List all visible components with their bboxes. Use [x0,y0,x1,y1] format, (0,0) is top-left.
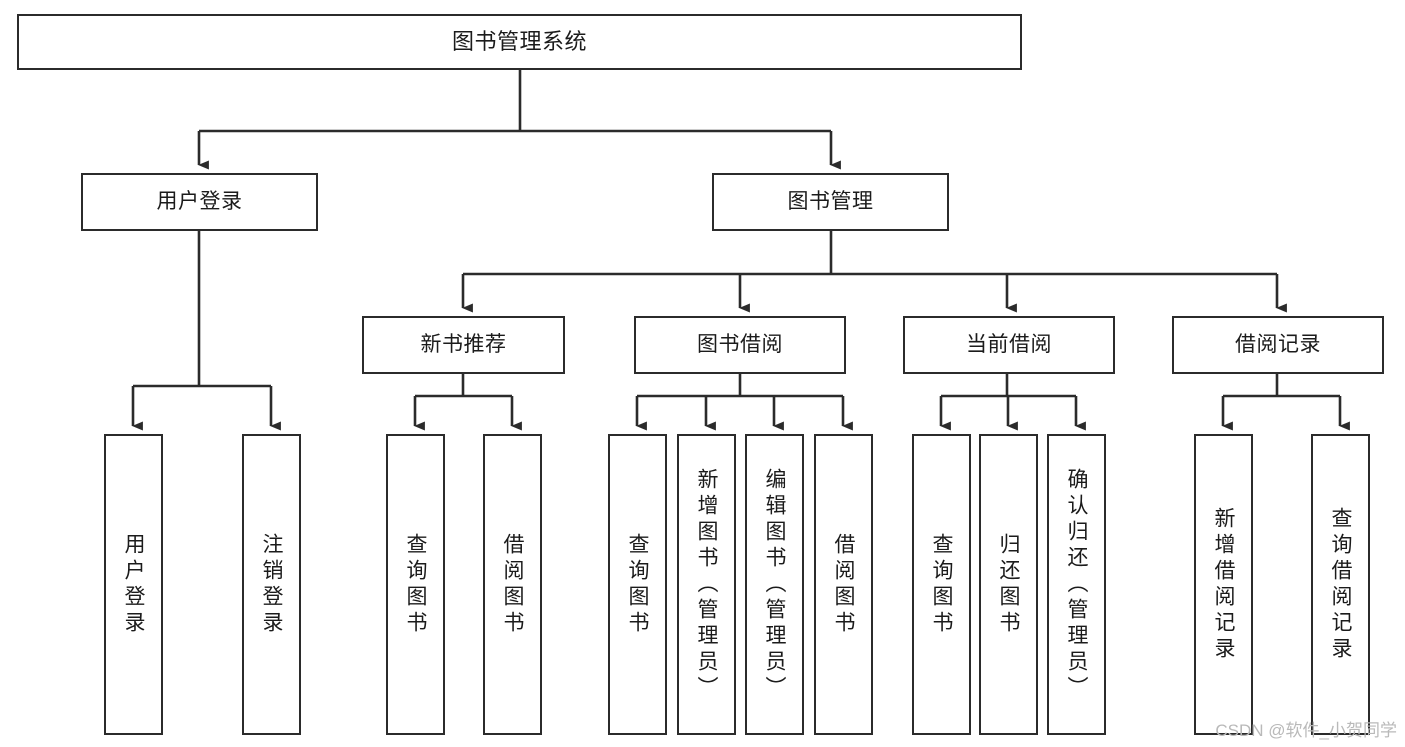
leaf-book-borrow-query[interactable]: 查询图书 [608,434,667,735]
node-root-book-management-system[interactable]: 图书管理系统 [17,14,1022,70]
node-label: 新增图书（管理员） [695,467,718,702]
leaf-new-book-query[interactable]: 查询图书 [386,434,445,735]
node-label: 借阅记录 [1235,332,1321,356]
node-label: 借阅图书 [501,532,524,637]
node-label: 查询图书 [404,532,427,637]
leaf-borrow-record-add[interactable]: 新增借阅记录 [1194,434,1253,735]
node-borrow-record[interactable]: 借阅记录 [1172,316,1384,374]
node-label: 图书借阅 [697,332,783,356]
node-label: 编辑图书（管理员） [763,467,786,702]
node-label: 图书管理 [787,189,874,213]
leaf-current-borrow-query[interactable]: 查询图书 [912,434,971,735]
node-label: 查询借阅记录 [1329,506,1352,663]
node-book-management[interactable]: 图书管理 [712,173,949,231]
leaf-user-login-logout[interactable]: 注销登录 [242,434,301,735]
leaf-user-login-login[interactable]: 用户登录 [104,434,163,735]
node-label: 用户登录 [156,189,243,213]
node-label: 注销登录 [260,532,283,637]
leaf-book-borrow-borrow[interactable]: 借阅图书 [814,434,873,735]
node-label: 当前借阅 [966,332,1052,356]
leaf-book-borrow-add-admin[interactable]: 新增图书（管理员） [677,434,736,735]
leaf-current-borrow-return[interactable]: 归还图书 [979,434,1038,735]
node-label: 新书推荐 [420,332,507,356]
node-label: 查询图书 [930,532,953,637]
node-label: 借阅图书 [832,532,855,637]
node-label: 用户登录 [122,532,145,637]
leaf-borrow-record-query[interactable]: 查询借阅记录 [1311,434,1370,735]
node-label: 图书管理系统 [451,29,587,55]
watermark: CSDN @软件_小贺同学 [1215,721,1397,740]
node-label: 新增借阅记录 [1212,506,1235,663]
node-label: 查询图书 [626,532,649,637]
leaf-book-borrow-edit-admin[interactable]: 编辑图书（管理员） [745,434,804,735]
node-label: 归还图书 [997,532,1020,637]
node-new-book-recommend[interactable]: 新书推荐 [362,316,565,374]
leaf-current-borrow-confirm-return-admin[interactable]: 确认归还（管理员） [1047,434,1106,735]
node-current-borrow[interactable]: 当前借阅 [903,316,1115,374]
node-book-borrow[interactable]: 图书借阅 [634,316,846,374]
node-label: 确认归还（管理员） [1065,467,1088,702]
leaf-new-book-borrow[interactable]: 借阅图书 [483,434,542,735]
node-user-login[interactable]: 用户登录 [81,173,318,231]
